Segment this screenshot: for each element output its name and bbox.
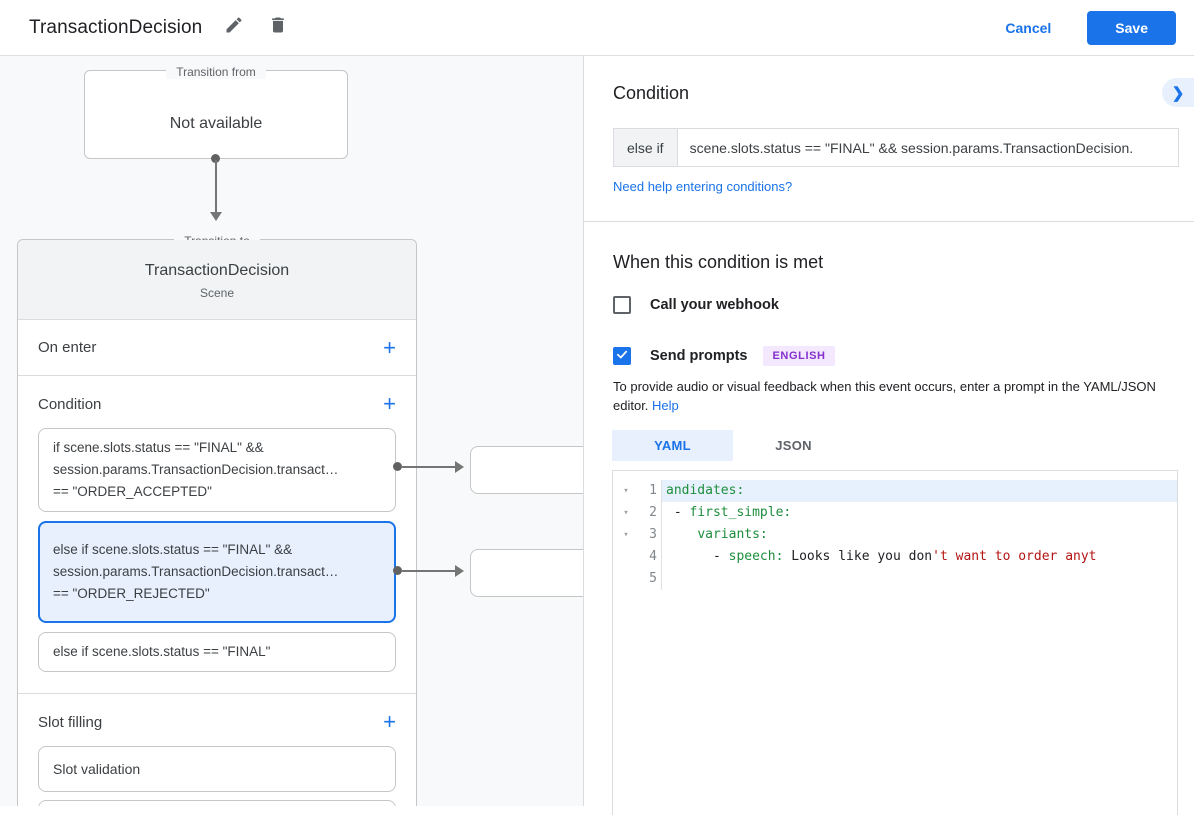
save-button[interactable]: Save bbox=[1087, 10, 1176, 45]
condition-section: Condition + if scene.slots.status == "FI… bbox=[18, 376, 416, 694]
fold-arrow-icon[interactable]: ▾ bbox=[623, 530, 629, 540]
code-content: andidates: bbox=[661, 480, 1177, 502]
code-line: ▾ 2 - first_simple: bbox=[613, 502, 1177, 524]
code-line: 5 bbox=[613, 568, 1177, 590]
transition-from-box: Transition from Not available bbox=[84, 65, 348, 159]
condition1-connector-dot bbox=[393, 462, 402, 471]
transition-target-node[interactable] bbox=[470, 549, 583, 597]
line-number: 3 bbox=[649, 527, 657, 542]
scene-diagram-canvas: Transition from Not available Transition… bbox=[0, 56, 583, 806]
condition-card[interactable]: if scene.slots.status == "FINAL" &&sessi… bbox=[38, 428, 396, 512]
collapse-panel-button[interactable]: ❯ bbox=[1162, 78, 1194, 107]
fold-arrow-icon[interactable]: ▾ bbox=[623, 486, 629, 496]
condition1-connector-line bbox=[401, 466, 455, 468]
help-link[interactable]: Help bbox=[652, 398, 679, 413]
webhook-row: Call your webhook bbox=[613, 296, 779, 314]
line-number: 4 bbox=[649, 549, 657, 564]
transition-from-content: Not available bbox=[169, 115, 263, 132]
condition2-connector-line bbox=[401, 570, 455, 572]
line-number: 2 bbox=[649, 505, 657, 520]
code-lines: ▾ 1 andidates: ▾ 2 - first_simple: ▾ 3 variant… bbox=[613, 480, 1177, 590]
code-content: - speech: Looks like you don't want to o… bbox=[661, 546, 1177, 568]
arrow-right-icon bbox=[455, 461, 464, 473]
arrow-right-icon bbox=[455, 565, 464, 577]
scene-card-header: TransactionDecision Scene bbox=[18, 240, 416, 320]
condition-card[interactable]: else if scene.slots.status == "FINAL" &&… bbox=[38, 521, 396, 623]
condition-card[interactable]: else if scene.slots.status == "FINAL" bbox=[38, 632, 396, 672]
line-number: 5 bbox=[649, 571, 657, 586]
check-icon bbox=[615, 347, 629, 366]
condition2-connector-dot bbox=[393, 566, 402, 575]
condition-input-row: else if bbox=[613, 128, 1179, 167]
chevron-right-icon: ❯ bbox=[1171, 84, 1185, 102]
slot-validation-card[interactable]: Slot validation bbox=[38, 746, 396, 792]
code-line: ▾ 3 variants: bbox=[613, 524, 1177, 546]
code-content bbox=[661, 568, 1177, 590]
call-webhook-checkbox[interactable] bbox=[613, 296, 631, 314]
cancel-button[interactable]: Cancel bbox=[1005, 19, 1052, 36]
trash-icon bbox=[268, 15, 288, 40]
delete-scene-button[interactable] bbox=[266, 16, 290, 40]
fold-spacer bbox=[613, 568, 639, 590]
top-bar: TransactionDecision Cancel Save bbox=[0, 0, 1194, 56]
condition-section-label: Condition bbox=[38, 395, 102, 413]
condition-help-link[interactable]: Need help entering conditions? bbox=[613, 179, 793, 194]
connector-dot bbox=[211, 154, 220, 163]
add-on-enter-button[interactable]: + bbox=[383, 334, 396, 360]
tab-json[interactable]: JSON bbox=[775, 438, 812, 453]
condition-cards: if scene.slots.status == "FINAL" &&sessi… bbox=[38, 428, 396, 672]
arrow-down-icon bbox=[210, 212, 222, 221]
editor-tabs: YAML JSON bbox=[612, 430, 854, 461]
slot-card-partial[interactable] bbox=[38, 800, 396, 806]
call-webhook-label: Call your webhook bbox=[650, 297, 779, 313]
on-enter-label: On enter bbox=[38, 339, 97, 356]
connector-line bbox=[215, 160, 217, 212]
send-prompts-checkbox[interactable] bbox=[613, 347, 631, 365]
transition-from-legend: Transition from bbox=[85, 63, 347, 81]
scene-card: Transition to TransactionDecision Scene … bbox=[17, 234, 417, 806]
scene-type-label: Scene bbox=[199, 286, 235, 300]
tab-yaml[interactable]: YAML bbox=[612, 430, 733, 461]
edit-title-button[interactable] bbox=[222, 16, 246, 40]
transition-target-node[interactable] bbox=[470, 446, 583, 494]
code-line: ▾ 1 andidates: bbox=[613, 480, 1177, 502]
send-prompts-row: Send prompts ENGLISH bbox=[613, 346, 835, 366]
slot-filling-section: Slot filling + Slot validation bbox=[18, 694, 416, 806]
on-enter-row: On enter + bbox=[18, 320, 416, 376]
add-condition-button[interactable]: + bbox=[383, 391, 396, 416]
when-condition-met-title: When this condition is met bbox=[613, 252, 824, 272]
code-content: variants: bbox=[661, 524, 1177, 546]
page-title: TransactionDecision bbox=[29, 16, 203, 38]
send-prompts-label: Send prompts bbox=[650, 348, 748, 364]
language-badge: ENGLISH bbox=[763, 346, 835, 366]
slot-filling-label: Slot filling bbox=[38, 713, 103, 731]
add-slot-button[interactable]: + bbox=[383, 709, 396, 734]
panel-title: Condition bbox=[613, 83, 690, 103]
condition-detail-panel: Condition ❯ else if Need help entering c… bbox=[583, 56, 1194, 815]
code-line: 4 - speech: Looks like you don't want to… bbox=[613, 546, 1177, 568]
fold-spacer bbox=[613, 546, 639, 568]
pencil-icon bbox=[224, 15, 244, 40]
line-number: 1 bbox=[649, 483, 657, 498]
prompt-helper-text: To provide audio or visual feedback when… bbox=[613, 379, 1156, 413]
condition-prefix-label: else if bbox=[613, 128, 677, 167]
code-content: - first_simple: bbox=[661, 502, 1177, 524]
scene-name: TransactionDecision bbox=[144, 262, 290, 279]
condition-expression-input[interactable] bbox=[676, 128, 1179, 167]
fold-arrow-icon[interactable]: ▾ bbox=[623, 508, 629, 518]
panel-divider bbox=[584, 221, 1194, 222]
yaml-editor[interactable]: ▾ 1 andidates: ▾ 2 - first_simple: ▾ 3 variant… bbox=[612, 470, 1178, 815]
